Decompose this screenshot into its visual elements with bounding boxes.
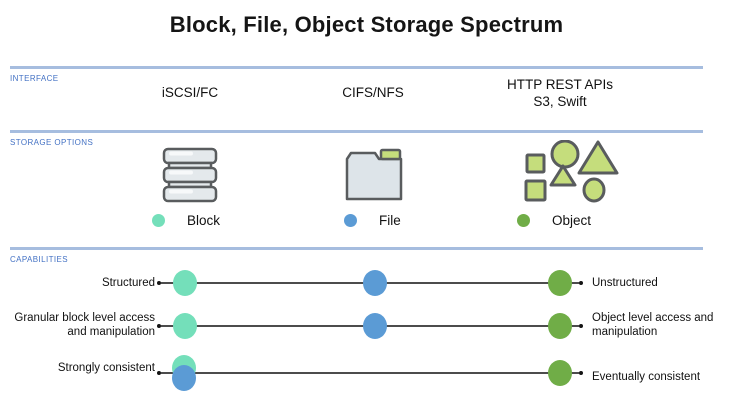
database-stack-icon [162,147,218,203]
object-color-dot-icon [517,213,530,227]
line-end-dot [157,281,161,285]
interface-protocol-block: iSCSI/FC [130,84,250,101]
legend-item-object: Object [517,212,592,228]
storage-section-divider [10,130,703,133]
legend-item-block: Block [152,212,221,228]
object-marker-dot [548,270,572,296]
interface-section-label: INTERFACE [10,74,59,83]
block-color-dot-icon [152,213,165,227]
capabilities-section-divider [10,247,703,250]
protocol-text: CIFS/NFS [342,85,404,100]
legend-label: Object [552,212,592,228]
interface-protocol-object: HTTP REST APIs S3, Swift [480,76,640,110]
spectrum-line [161,372,579,374]
file-marker-dot [172,365,196,391]
protocol-text: HTTP REST APIs [506,77,614,92]
capability-left-label: Granular block level access and manipula… [14,312,155,338]
line-end-dot [579,281,583,285]
line-end-dot [579,324,583,328]
file-marker-dot [363,313,387,339]
capability-right-label: Object level access and manipulation [592,312,714,338]
capability-left-label: Structured [101,277,155,289]
file-color-dot-icon [344,213,357,227]
line-end-dot [579,371,583,375]
storage-section-label: STORAGE OPTIONS [10,138,94,147]
capability-left-label: Strongly consistent [57,362,155,374]
block-marker-dot [173,270,197,296]
capabilities-section-label: CAPABILITIES [10,255,69,264]
legend-item-file: File [344,212,401,228]
capability-right-label: Eventually consistent [592,371,701,383]
object-marker-dot [548,360,572,386]
folder-icon [345,148,403,201]
legend-label: Block [187,212,221,228]
file-marker-dot [363,270,387,296]
protocol-text: S3, Swift [533,94,587,109]
legend-label: File [379,212,401,228]
diagram-title: Block, File, Object Storage Spectrum [169,12,564,37]
capability-right-label: Unstructured [592,277,658,289]
line-end-dot [157,371,161,375]
block-marker-dot [173,313,197,339]
line-end-dot [157,324,161,328]
interface-section-divider [10,66,703,69]
protocol-text: iSCSI/FC [161,85,219,100]
shapes-cluster-icon [524,140,619,203]
object-marker-dot [548,313,572,339]
interface-protocol-file: CIFS/NFS [313,84,433,101]
